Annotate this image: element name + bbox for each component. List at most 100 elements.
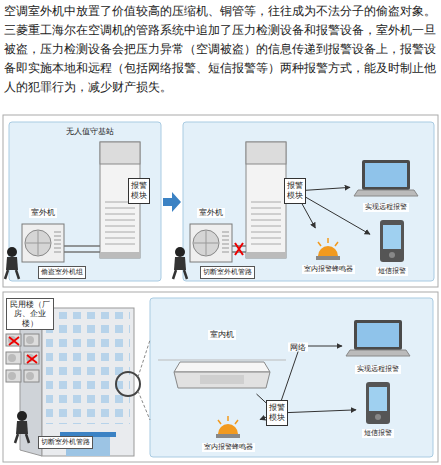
connector <box>260 417 266 419</box>
buzzer-icon <box>216 434 240 438</box>
thief-figure <box>173 270 187 279</box>
outdoor-unit-drawing <box>22 224 64 262</box>
panel-frame <box>150 298 433 457</box>
thief-figure <box>15 411 29 443</box>
outdoor-unit-drawing <box>26 336 34 344</box>
thief-figure <box>17 411 27 421</box>
pipe <box>64 246 246 252</box>
indoor-cabinet <box>246 142 286 258</box>
connector <box>306 187 350 190</box>
buzzer-icon <box>218 424 238 434</box>
outdoor-unit: 室外机 <box>18 208 68 264</box>
outdoor-unit-drawing <box>26 231 50 255</box>
outdoor-unit-drawing <box>22 224 64 262</box>
zoom-circle <box>116 340 150 420</box>
outdoor-unit-drawing <box>8 372 16 380</box>
connector <box>257 394 266 403</box>
ceiling-cassette <box>158 360 286 388</box>
indoor-cabinet <box>251 202 281 244</box>
ceiling-cassette <box>200 375 244 384</box>
phone-icon <box>380 220 404 262</box>
node-text: 报警模块 <box>287 181 303 201</box>
callout-label: 偷盗室外机组 <box>38 266 86 279</box>
phone-device: 短信报警 <box>356 380 400 438</box>
flow-arrow <box>163 192 181 212</box>
node-text: 实现远程报警 <box>363 203 409 212</box>
panel-frame <box>3 115 438 287</box>
pipe <box>64 246 100 252</box>
building <box>46 312 130 424</box>
cut-mark <box>235 243 243 255</box>
buzzer-device: 室内报警蜂鸣器 <box>196 412 260 452</box>
panel-frame <box>9 122 161 281</box>
buzzer-icon <box>216 416 240 438</box>
phone-icon <box>366 382 390 424</box>
cut-mark <box>235 243 243 255</box>
intro-text: 空调室外机中放置了价值较高的压缩机、铜管等，往往成为不法分子的偷盗对象。 <box>4 2 438 21</box>
node-text: 实现远程报警 <box>355 365 401 374</box>
outdoor-unit-drawing <box>6 370 21 382</box>
phone-device: 短信报警 <box>370 218 414 276</box>
phone-icon <box>380 220 404 262</box>
panel-frame <box>3 292 438 462</box>
zoom-circle <box>138 340 150 420</box>
node-text: 短信报警 <box>362 429 394 438</box>
building <box>42 308 134 456</box>
indoor-unit: 室内机 <box>172 330 272 394</box>
phone-icon <box>389 252 395 258</box>
thief-figure <box>5 270 19 279</box>
thief-figure <box>7 247 17 257</box>
laptop-device: 实现远程报警 <box>350 158 422 212</box>
indoor-cabinet <box>246 252 286 258</box>
laptop-icon <box>365 163 407 187</box>
node-text: 室内机 <box>208 330 236 340</box>
thief-figure <box>173 247 187 279</box>
site-heading: 无人值守基站 <box>40 127 140 137</box>
ceiling-cassette <box>174 372 270 388</box>
laptop-icon <box>354 160 418 196</box>
indoor-cabinet <box>246 142 286 164</box>
laptop-icon <box>357 323 399 347</box>
connector <box>288 410 356 413</box>
thief-figure <box>6 257 18 270</box>
thief-figure <box>15 434 29 443</box>
node-text: 报警模块 <box>269 403 285 423</box>
laptop-icon <box>346 350 410 356</box>
outdoor-unit-drawing <box>24 334 39 346</box>
flow-arrow <box>163 192 181 212</box>
laptop-icon <box>346 320 410 356</box>
phone-icon <box>383 225 401 249</box>
outdoor-unit-drawing <box>193 230 219 256</box>
laptop-icon <box>362 160 410 190</box>
outdoor-unit-drawing <box>26 372 34 380</box>
connector <box>306 197 370 234</box>
outdoor-unit-drawing <box>6 352 21 364</box>
callout-label: 切断室外机管路 <box>38 436 93 449</box>
zoom-circle <box>116 372 140 396</box>
laptop-icon <box>354 320 402 350</box>
alarm-module: 报警模块 <box>128 178 150 204</box>
intro-text: 三菱重工海尔在空调机的管路系统中追加了压力检测设备和报警设备，室外机一旦被盗，压… <box>4 21 438 97</box>
outdoor-unit-drawing <box>54 232 61 252</box>
thief-figure <box>16 421 28 434</box>
cut-mark <box>9 337 37 363</box>
buzzer-icon <box>316 256 340 260</box>
node-text: 报警模块 <box>131 181 147 201</box>
node-text: 短信报警 <box>376 267 408 276</box>
thief-figure <box>175 247 185 257</box>
phone-icon <box>369 387 387 411</box>
buzzer-device: 室内报警蜂鸣器 <box>296 228 360 274</box>
indoor-cabinet <box>100 142 140 164</box>
outdoor-unit: 室外机 <box>186 208 236 264</box>
thief-figure <box>5 247 19 279</box>
buzzer-icon <box>316 238 340 260</box>
node-text: 室外机 <box>197 208 225 218</box>
node-text: 室内报警蜂鸣器 <box>202 443 255 452</box>
edge-label: 网络 <box>288 343 308 352</box>
outdoor-unit-drawing <box>8 354 16 362</box>
outdoor-unit-drawing <box>190 224 232 262</box>
outdoor-unit-drawing <box>194 231 218 255</box>
callout-label: 切断室外机管路 <box>200 266 255 279</box>
node-text: 室内报警蜂鸣器 <box>302 265 355 274</box>
